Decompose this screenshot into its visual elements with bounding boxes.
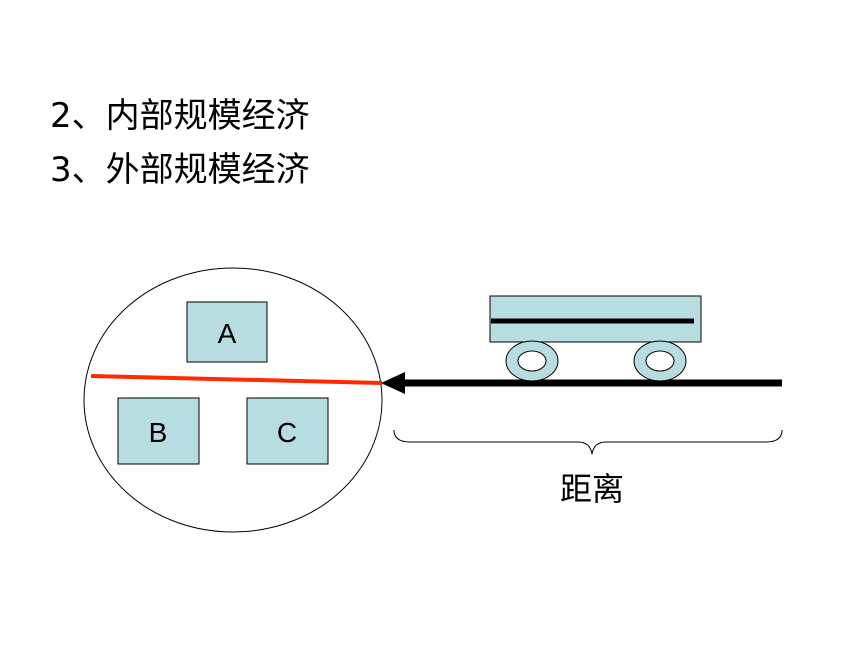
cart-icon (489, 295, 702, 382)
arrow-head-icon (381, 372, 405, 394)
heading-external-economies: 3、外部规模经济 (50, 150, 310, 190)
box-a-label: A (218, 318, 237, 349)
distance-brace (393, 429, 783, 455)
box-c (246, 397, 329, 465)
box-a (186, 301, 268, 363)
distance-label: 距离 (560, 470, 624, 508)
box-b (117, 397, 200, 465)
heading-internal-economies: 2、内部规模经济 (50, 96, 310, 136)
boundary-line (90, 374, 383, 385)
box-b-label: B (149, 417, 168, 448)
box-c-label: C (277, 417, 297, 448)
region-circle (83, 267, 383, 533)
